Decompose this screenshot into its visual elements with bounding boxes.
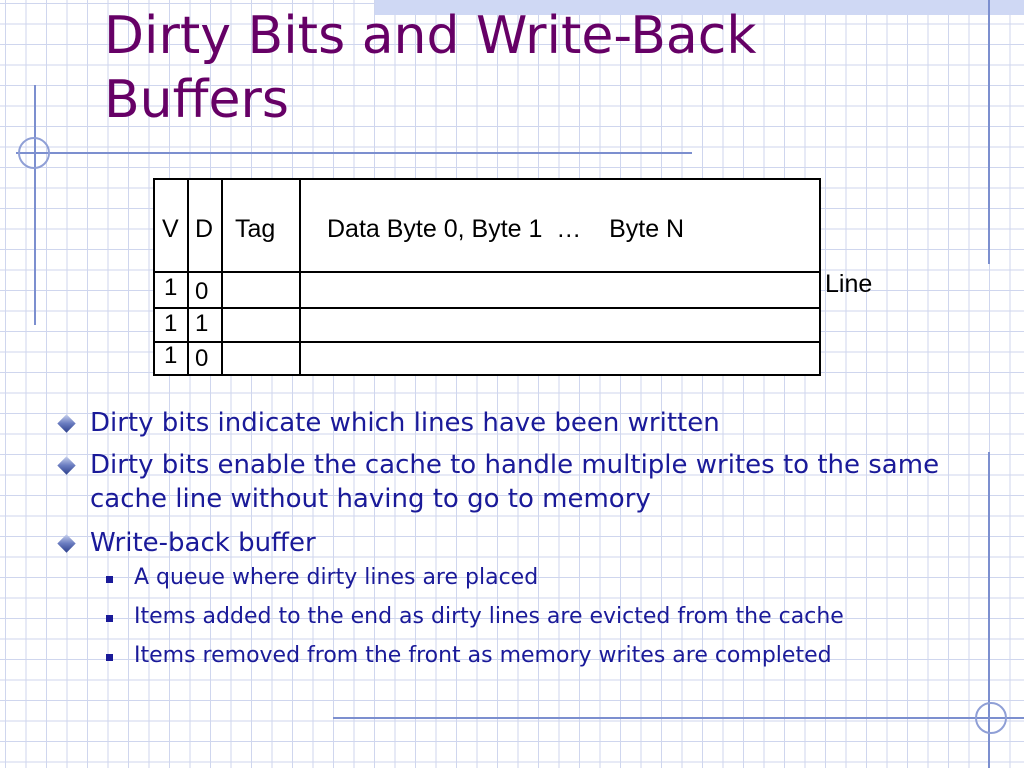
sub-bullet-item: A queue where dirty lines are placed [54,564,984,592]
diamond-icon [57,534,76,553]
square-bullet-icon [106,615,113,622]
sub-bullet-text: Items removed from the front as memory w… [134,643,832,668]
title-underline-rule [16,152,692,154]
square-bullet-icon [106,576,113,583]
row-divider-1 [155,307,819,309]
square-bullet-icon [106,654,113,661]
bullet-text: Dirty bits indicate which lines have bee… [90,408,720,438]
row-1-valid: 1 [164,274,178,301]
row-2-valid: 1 [164,310,178,337]
right-top-vertical-rule [988,0,990,264]
row-divider-header [155,271,819,273]
left-circle-decoration [18,137,50,169]
slide-title: Dirty Bits and Write-Back Buffers [104,6,757,130]
header-tag: Tag [235,215,276,243]
sub-bullet-item: Items added to the end as dirty lines ar… [54,603,984,631]
diamond-icon [57,414,76,433]
col-divider-tag-data [299,180,301,374]
sub-bullet-item: Items removed from the front as memory w… [54,642,984,670]
header-v: V [162,215,179,243]
right-circle-decoration [975,702,1007,734]
bullet-list: Dirty bits indicate which lines have bee… [54,406,984,681]
bullet-item: Dirty bits indicate which lines have bee… [54,406,984,440]
top-band-decoration [375,0,1024,15]
row-3-valid: 1 [164,342,178,369]
sub-bullet-text: A queue where dirty lines are placed [134,565,539,590]
row-divider-2 [155,341,819,343]
bullet-text: Dirty bits enable the cache to handle mu… [90,450,940,514]
col-divider-v-d [187,180,189,374]
bottom-rule [333,717,1024,719]
row-1-dirty: 0 [195,278,209,305]
col-divider-d-tag [221,180,223,374]
header-d: D [195,215,214,243]
left-vertical-rule [34,85,36,325]
cache-line-table: V D Tag Data Byte 0, Byte 1 … Byte N 1 0… [153,178,821,376]
bullet-item: Dirty bits enable the cache to handle mu… [54,448,984,516]
row-2-dirty: 1 [195,310,209,337]
sub-bullet-text: Items added to the end as dirty lines ar… [134,604,844,629]
diamond-icon [57,456,76,475]
line-label: Line [825,270,873,298]
header-data: Data Byte 0, Byte 1 … Byte N [327,215,685,243]
bullet-text: Write-back buffer [90,528,316,558]
right-vertical-rule [988,452,990,768]
row-3-dirty: 0 [195,345,209,372]
bullet-item: Write-back buffer [54,526,984,560]
